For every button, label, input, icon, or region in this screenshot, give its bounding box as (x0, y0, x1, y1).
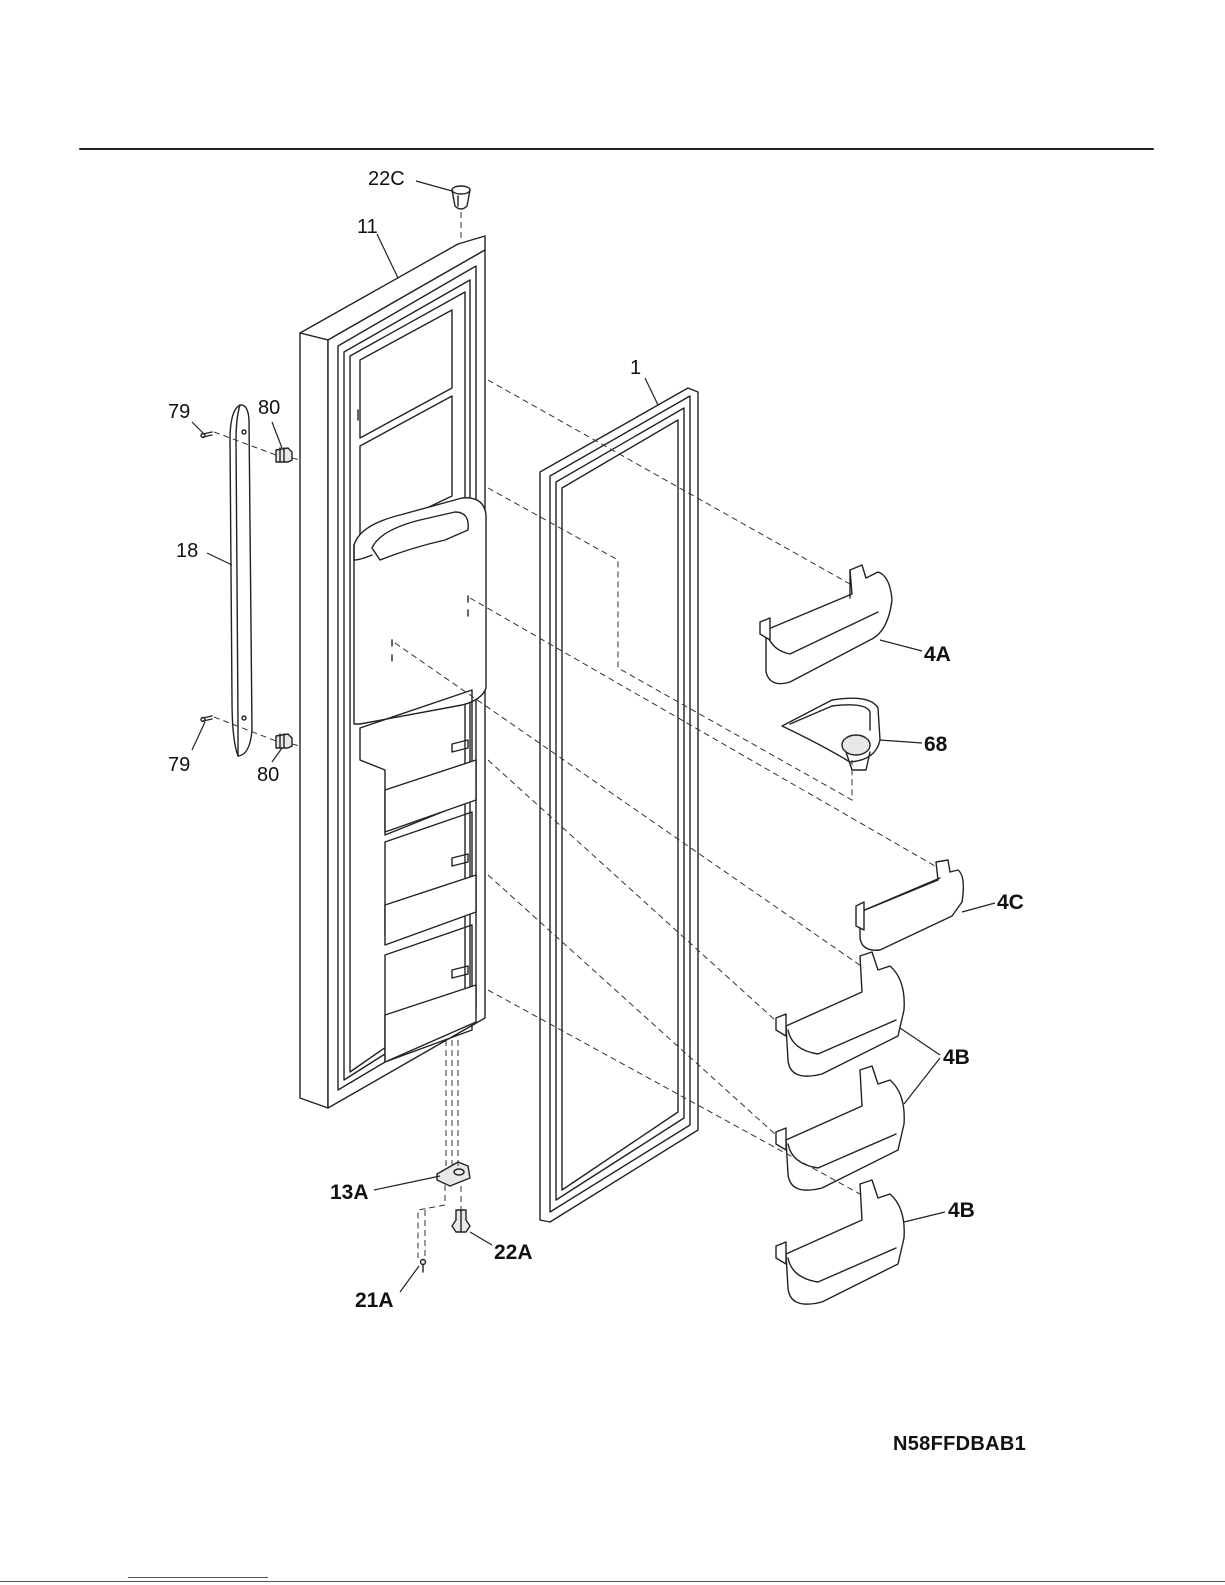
hinge-pin-22A (452, 1210, 470, 1232)
hinge-13A (437, 1162, 470, 1186)
label-1: 1 (630, 357, 641, 379)
label-18: 18 (176, 540, 198, 562)
bin-4B-2 (776, 1066, 904, 1190)
label-79-top: 79 (168, 401, 190, 423)
label-80-bottom: 80 (257, 764, 279, 786)
bin-4B-3 (776, 1180, 904, 1304)
handle (230, 405, 252, 756)
label-4A: 4A (924, 643, 951, 666)
bin-68 (782, 698, 880, 770)
bin-4B-1 (776, 952, 904, 1076)
label-80-top: 80 (258, 397, 280, 419)
door-assembly (300, 236, 486, 1108)
label-13A: 13A (330, 1181, 369, 1204)
door-gasket (540, 388, 698, 1222)
screw-79-bottom (201, 716, 212, 722)
label-4B-low: 4B (948, 1199, 975, 1222)
label-21A: 21A (355, 1289, 394, 1312)
footer-link-underline[interactable] (128, 1577, 268, 1578)
screw-21A (421, 1260, 426, 1273)
label-22C: 22C (368, 168, 405, 190)
bin-4A (760, 565, 892, 684)
fastener-80-top (276, 448, 292, 462)
label-4B-mid: 4B (943, 1046, 970, 1069)
label-22A: 22A (494, 1241, 533, 1264)
bin-4C (856, 860, 963, 950)
hinge-pin-22C (452, 186, 470, 209)
label-11: 11 (357, 216, 378, 238)
label-68: 68 (924, 733, 948, 756)
fastener-80-bottom (276, 734, 292, 748)
model-code: N58FFDBAB1 (893, 1433, 1026, 1456)
label-4C: 4C (997, 891, 1024, 914)
label-79-bottom: 79 (168, 754, 190, 776)
footer-rule (0, 1581, 1225, 1582)
